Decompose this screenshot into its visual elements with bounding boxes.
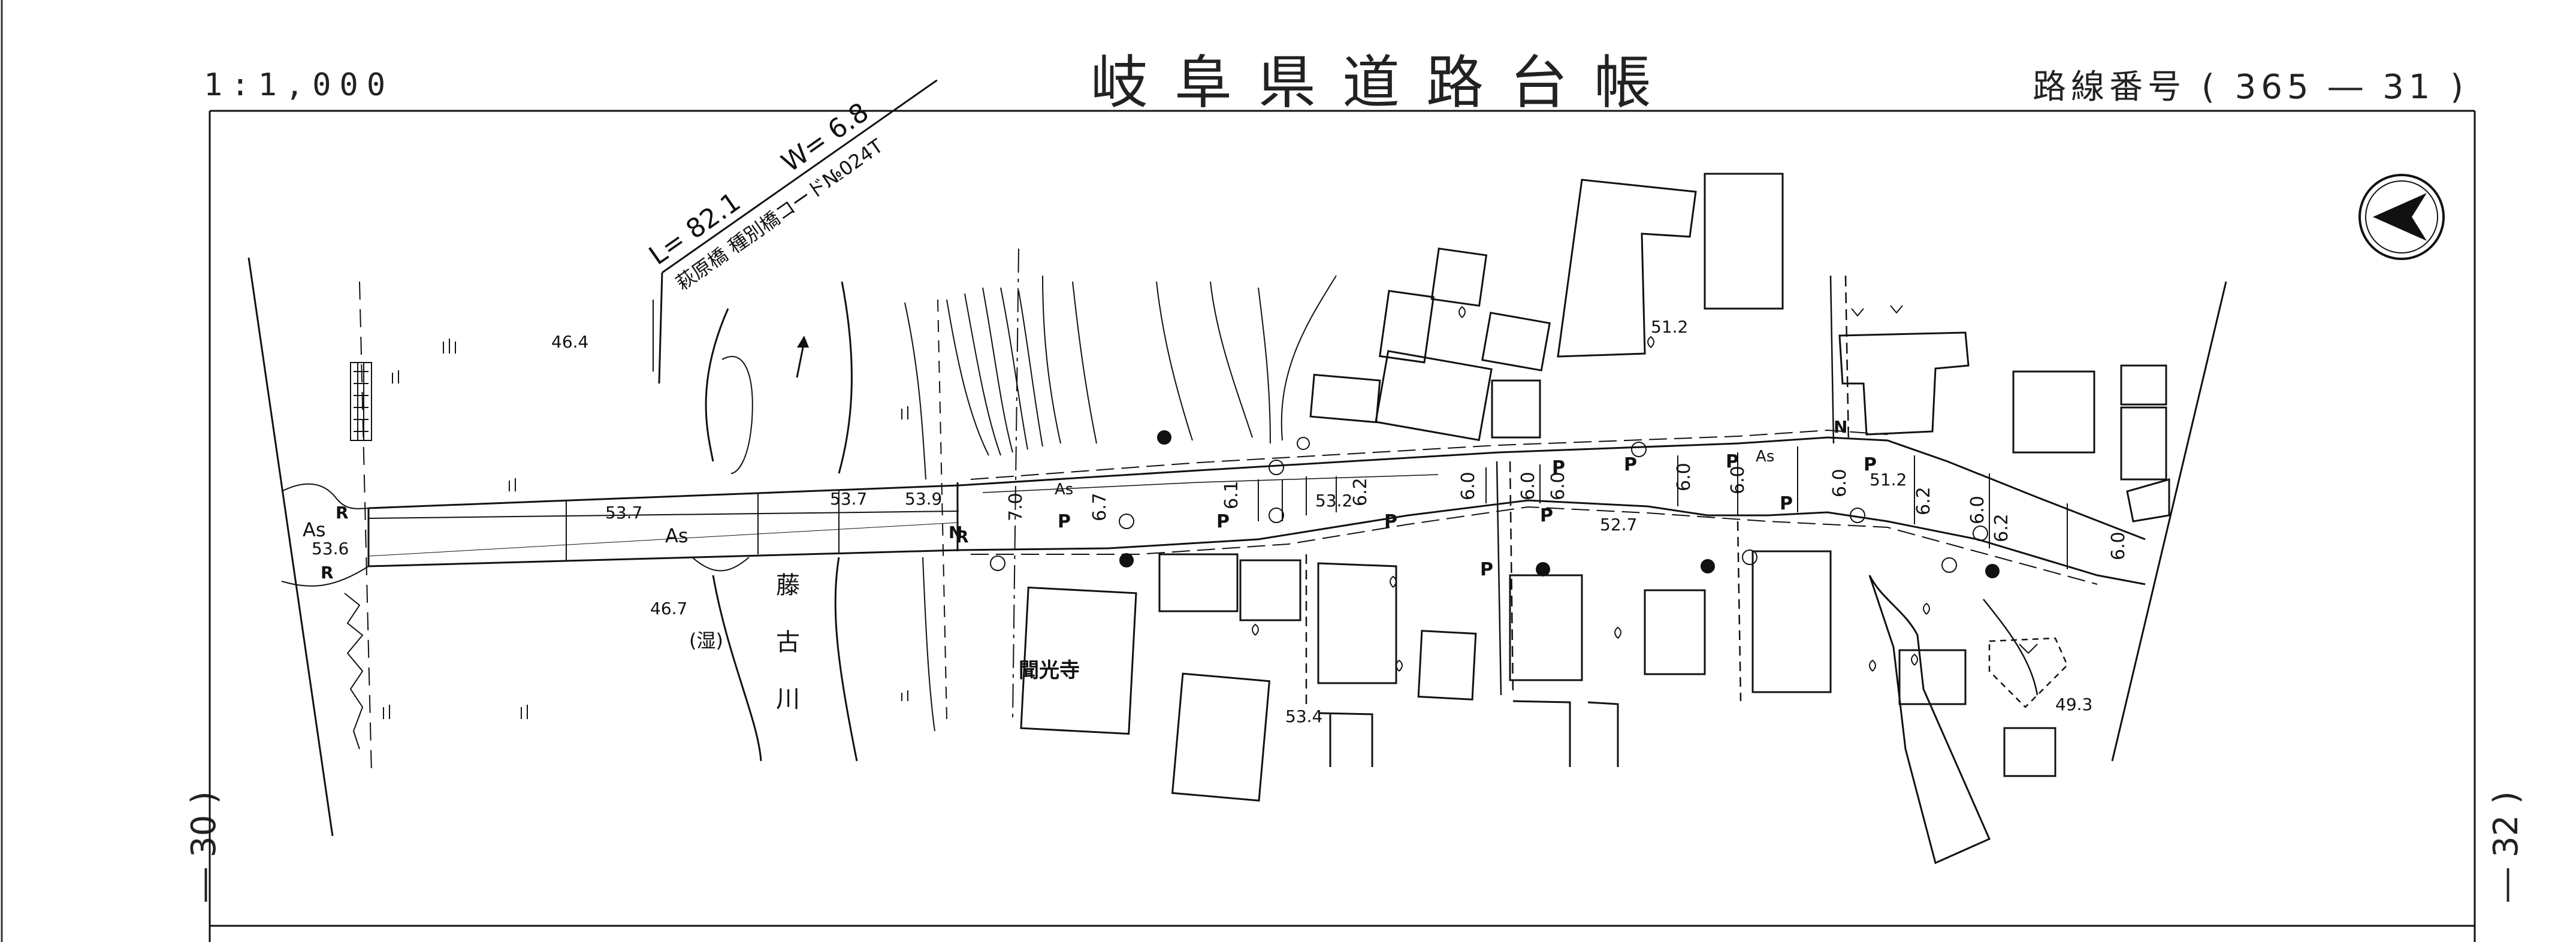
road-width-ticks — [1258, 446, 2068, 569]
page-title: 岐阜県道路台帳 — [1091, 49, 1678, 116]
surface-label: As — [1756, 448, 1774, 466]
temple-name: 聞光寺 — [1019, 659, 1080, 683]
parking-mark: P — [1540, 505, 1553, 526]
elevation-label: 53.6 — [312, 539, 349, 558]
mark-label: R — [321, 563, 334, 582]
bridge-leader — [658, 272, 663, 384]
road-width-label: 6.2 — [1350, 478, 1371, 506]
flow-arrow-head — [797, 336, 809, 348]
road-width-label: 6.0 — [1829, 469, 1850, 497]
grass-icon — [383, 305, 1903, 719]
road-width-label: 6.0 — [1674, 463, 1695, 491]
left-bank-wall — [281, 362, 372, 750]
elevation-label: 49.3 — [2055, 695, 2092, 714]
buildings — [1020, 173, 2170, 865]
elevation-label: 46.7 — [650, 599, 687, 618]
parking-mark: P — [1552, 457, 1565, 478]
road-width-label: 6.2 — [1991, 514, 2012, 542]
road-width-label: 6.7 — [1089, 493, 1110, 521]
bridge-annotation: L= 82.1 W= 6.8 萩原橋 種別橋コード№024T — [644, 79, 938, 295]
elevation-label: 53.4 — [1285, 707, 1322, 726]
road-width-label: 6.1 — [1221, 481, 1242, 509]
elevation-label: 53.7 — [830, 489, 867, 509]
road-width-label: 6.2 — [1913, 487, 1934, 515]
elevation-label: 51.2 — [1870, 470, 1907, 490]
road-width-label: 6.0 — [1458, 472, 1479, 500]
map-frame — [209, 110, 2476, 942]
route-number: 路線番号 ( 365 ― 31 ) — [2033, 68, 2468, 107]
survey-boundary — [247, 257, 2227, 837]
road-width-label: 6.0 — [2108, 532, 2129, 560]
road-width-label: 6.0 — [1548, 472, 1569, 500]
elevation-label: 53.2 — [1315, 491, 1352, 511]
mark-label: R — [956, 527, 969, 547]
river-name-1: 藤 — [776, 572, 800, 599]
mark-label: N — [949, 523, 962, 542]
north-arrow-icon — [2358, 174, 2445, 260]
surface-label: As — [1055, 481, 1073, 499]
surface-label: As — [665, 524, 688, 547]
utility-pole-icon — [1119, 430, 2000, 578]
post-icon — [990, 437, 1988, 573]
elevation-label: 53.9 — [905, 489, 942, 509]
elevation-label: 51.2 — [1651, 317, 1688, 337]
road-width-label: 6.0 — [1518, 472, 1539, 500]
wet-field-note: (湿) — [689, 629, 723, 652]
elevation-label: 52.7 — [1600, 515, 1637, 535]
river-name-3: 川 — [776, 686, 800, 713]
river — [691, 281, 935, 762]
flow-arrow — [796, 347, 804, 378]
road-bridge — [367, 482, 959, 567]
elevation-label: 46.4 — [551, 332, 588, 352]
parking-mark: P — [1726, 451, 1739, 472]
mark-label: N — [1834, 417, 1847, 437]
parking-mark: P — [1058, 511, 1071, 532]
road-width-label: 6.0 — [1728, 466, 1748, 494]
map-scale: 1:1,000 — [204, 67, 394, 103]
broadleaf-tree-icon — [1252, 306, 2038, 672]
river-name-2: 古 — [776, 629, 800, 656]
mark-label: R — [336, 503, 349, 523]
parking-mark: P — [1216, 511, 1230, 532]
road-width-label: 7.0 — [1005, 493, 1026, 521]
parking-mark: P — [1864, 454, 1877, 475]
road-width-label: 6.0 — [1967, 496, 1988, 524]
parking-mark: P — [1624, 454, 1637, 475]
embankment-contours — [359, 248, 1337, 774]
side-roads — [1305, 275, 2068, 708]
surface-label: As — [303, 518, 326, 541]
parking-mark: P — [1384, 511, 1397, 532]
parking-mark: P — [1780, 493, 1793, 514]
parking-mark: P — [1480, 559, 1493, 580]
elevation-label: 53.7 — [605, 503, 642, 523]
